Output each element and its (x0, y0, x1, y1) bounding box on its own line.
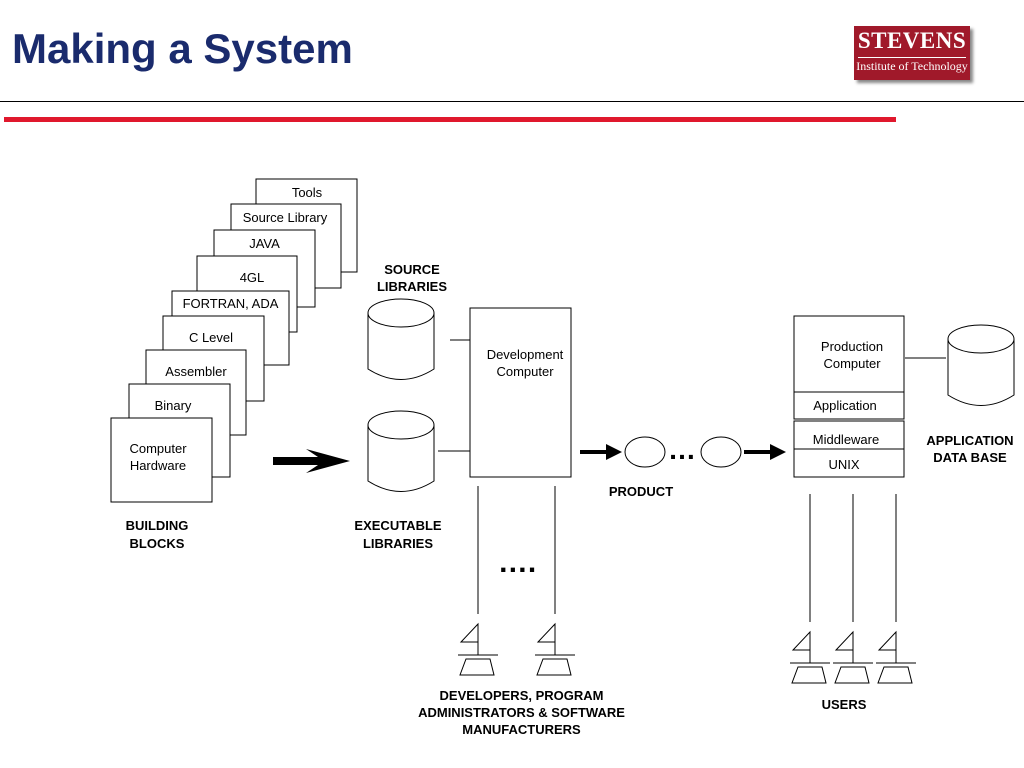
executable-libraries-label: EXECUTABLE LIBRARIES (354, 518, 442, 551)
middleware-label: Middleware (812, 432, 880, 447)
building-blocks-label: BUILDING BLOCKS (125, 518, 189, 551)
stack-label-tools: Tools (291, 185, 323, 200)
developers-label: DEVELOPERS, PROGRAM ADMINISTRATORS & SOF… (418, 688, 625, 737)
logo-name: STEVENS (857, 28, 967, 53)
product-label: PRODUCT (608, 484, 674, 499)
application-database-cylinder (947, 324, 1015, 406)
stack-label-4gl: 4GL (239, 270, 265, 285)
source-library-cylinder (367, 298, 435, 380)
block-card-hardware (110, 417, 213, 503)
product-node-1 (624, 436, 666, 468)
stack-label-binary: Binary (154, 398, 192, 413)
production-computer-label: Production Computer (820, 339, 884, 371)
stack-label-java: JAVA (249, 236, 280, 251)
user-terminal-2 (833, 630, 873, 684)
stack-label-hardware: Computer Hardware (129, 441, 187, 473)
stack-label-assembler: Assembler (165, 364, 227, 379)
page-title: Making a System (12, 25, 353, 72)
logo-subtitle: Institute of Technology (856, 59, 968, 73)
arrow-to-libraries (273, 449, 350, 473)
stack-label-c-level: C Level (188, 330, 234, 345)
unix-layer (793, 448, 905, 478)
stack-label-source-library: Source Library (242, 210, 328, 225)
stevens-logo: STEVENS Institute of Technology (854, 26, 970, 80)
accent-rule (4, 117, 896, 122)
application-layer (793, 391, 905, 420)
developer-terminal-2 (535, 622, 575, 676)
header-divider (0, 101, 1024, 102)
application-label: Application (813, 398, 877, 413)
source-libraries-label: SOURCE LIBRARIES (376, 262, 448, 294)
arrow-to-production (744, 444, 786, 460)
application-database-label: APPLICATION DATA BASE (926, 433, 1014, 465)
developer-terminal-1 (458, 622, 498, 676)
product-node-2 (700, 436, 742, 468)
users-label: USERS (821, 697, 867, 712)
development-computer-label: Development Computer (486, 347, 564, 379)
production-computer-box (793, 315, 905, 393)
product-ellipsis: … (668, 434, 696, 465)
arrow-to-product (580, 444, 622, 460)
middleware-layer (793, 420, 905, 450)
development-computer-box (469, 307, 572, 478)
user-terminal-1 (790, 630, 830, 684)
stack-label-fortran: FORTRAN, ADA (182, 296, 279, 311)
user-terminal-3 (876, 630, 916, 684)
unix-label: UNIX (828, 457, 860, 472)
developers-ellipsis: …. (497, 546, 537, 579)
executable-library-cylinder (367, 410, 435, 492)
